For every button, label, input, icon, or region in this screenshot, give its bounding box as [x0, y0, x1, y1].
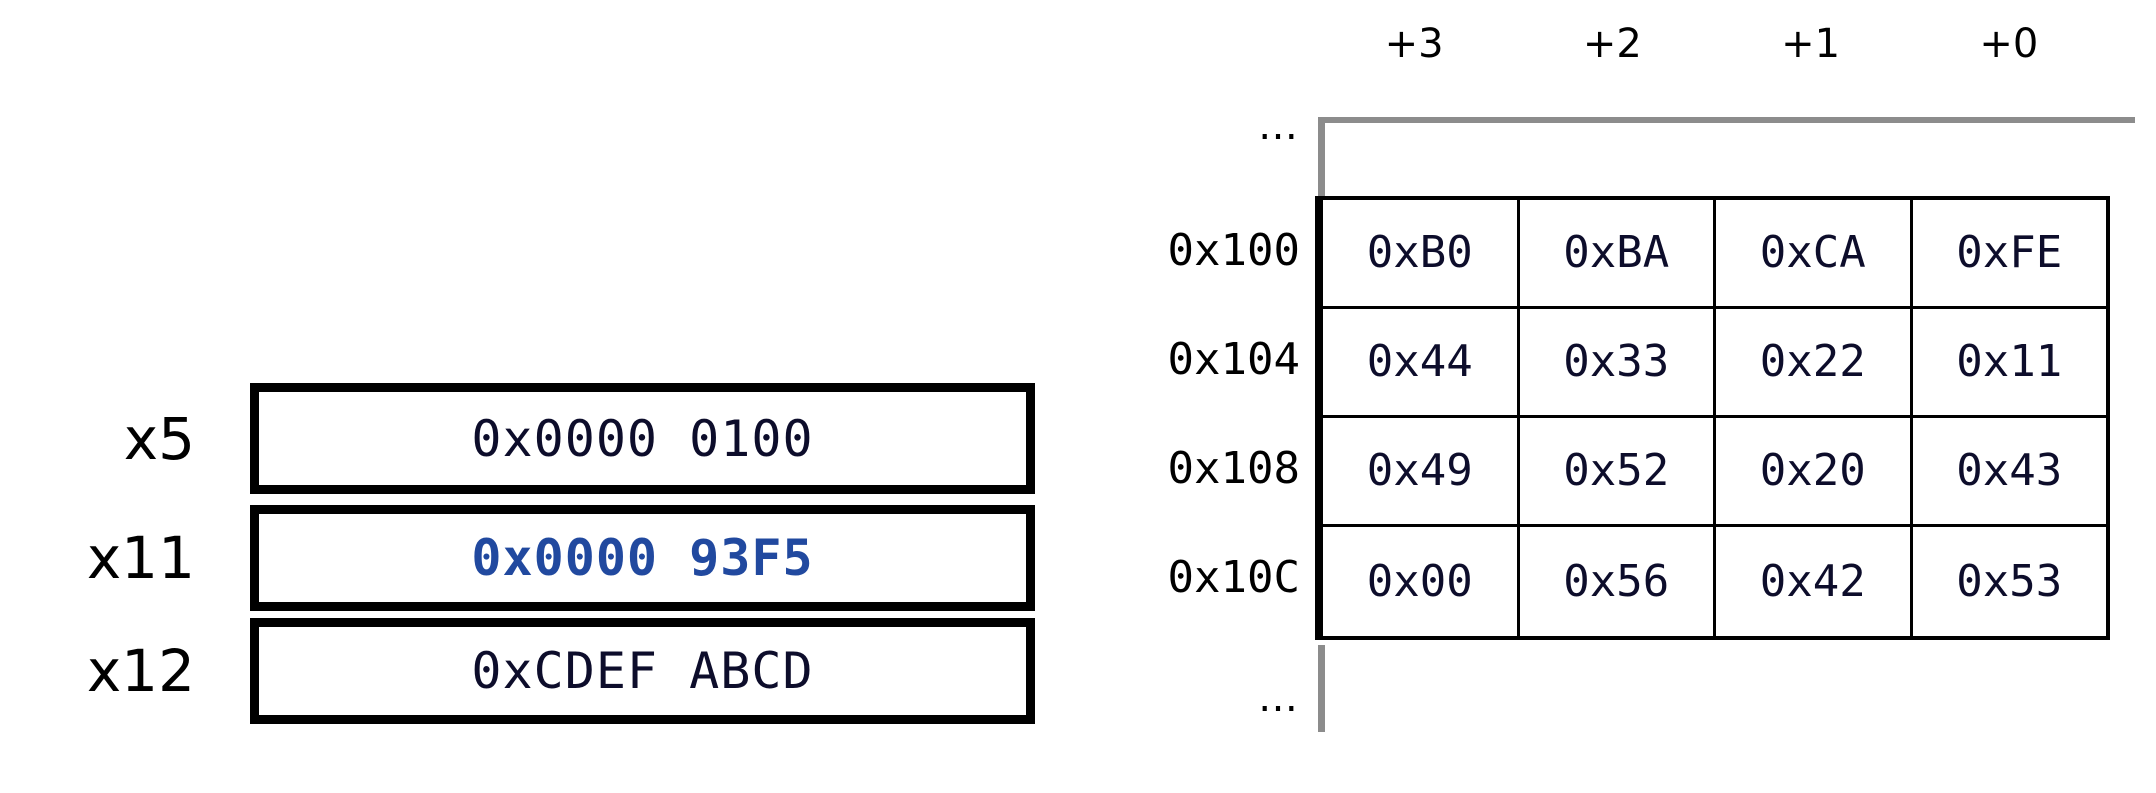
- register-row: x12 0xCDEF ABCD: [0, 618, 1060, 724]
- memory-row: 0x44 0x33 0x22 0x11: [1323, 309, 2106, 418]
- memory-column-headers: +3 +2 +1 +0: [1315, 22, 2108, 67]
- memory-cell: 0x33: [1520, 309, 1716, 415]
- register-file: x5 0x0000 0100 x11 0x0000 93F5 x12 0xCDE…: [0, 383, 1060, 728]
- memory-ellipsis-below: …: [1258, 675, 1300, 721]
- register-value-x5: 0x0000 0100: [471, 409, 814, 468]
- memory-cell: 0x44: [1323, 309, 1520, 415]
- memory-column-header-plus1: +1: [1781, 21, 1841, 67]
- memory-table: +3 +2 +1 +0 … … 0x100 0x104 0x108 0x10C …: [1140, 0, 2140, 793]
- memory-row: 0x00 0x56 0x42 0x53: [1323, 527, 2106, 636]
- memory-cell: 0xB0: [1323, 200, 1520, 306]
- memory-row: 0x49 0x52 0x20 0x43: [1323, 418, 2106, 527]
- memory-address-0x104: 0x104: [1167, 334, 1300, 385]
- memory-ellipsis-above: …: [1258, 103, 1300, 149]
- register-value-x11: 0x0000 93F5: [471, 529, 814, 587]
- register-label-x12: x12: [86, 637, 195, 705]
- memory-continuation-rail-bottom: [1318, 645, 1325, 732]
- memory-continuation-rail-top: [1318, 117, 1325, 199]
- memory-cell: 0xBA: [1520, 200, 1716, 306]
- memory-address-0x10C: 0x10C: [1167, 552, 1300, 603]
- memory-cell: 0x20: [1716, 418, 1913, 524]
- register-box-x5: 0x0000 0100: [250, 383, 1035, 494]
- register-row: x5 0x0000 0100: [0, 383, 1060, 494]
- register-label-x5: x5: [123, 404, 195, 473]
- memory-address-0x108: 0x108: [1167, 443, 1300, 494]
- memory-continuation-top-line: [1318, 117, 2135, 123]
- memory-cell: 0x00: [1323, 527, 1520, 636]
- memory-column-header-plus3: +3: [1384, 21, 1444, 67]
- memory-row: 0xB0 0xBA 0xCA 0xFE: [1323, 200, 2106, 309]
- register-box-x11: 0x0000 93F5: [250, 505, 1035, 611]
- memory-cell: 0x42: [1716, 527, 1913, 636]
- register-row: x11 0x0000 93F5: [0, 505, 1060, 611]
- memory-column-header-plus0: +0: [1979, 21, 2039, 67]
- register-value-x12: 0xCDEF ABCD: [471, 642, 814, 700]
- register-box-x12: 0xCDEF ABCD: [250, 618, 1035, 724]
- memory-cell: 0xCA: [1716, 200, 1913, 306]
- memory-cell: 0x11: [1956, 336, 2063, 387]
- memory-cell: 0xFE: [1956, 227, 2063, 278]
- register-label-x11: x11: [86, 524, 195, 592]
- memory-cell: 0x22: [1716, 309, 1913, 415]
- memory-cell: 0x49: [1323, 418, 1520, 524]
- memory-cell: 0x52: [1520, 418, 1716, 524]
- memory-cell: 0x53: [1956, 555, 2063, 607]
- memory-byte-grid: 0xB0 0xBA 0xCA 0xFE 0x44 0x33 0x22 0x11 …: [1315, 196, 2110, 640]
- memory-cell: 0x43: [1956, 445, 2063, 496]
- memory-column-header-plus2: +2: [1582, 21, 1642, 67]
- memory-address-0x100: 0x100: [1167, 225, 1300, 276]
- memory-cell: 0x56: [1520, 527, 1716, 636]
